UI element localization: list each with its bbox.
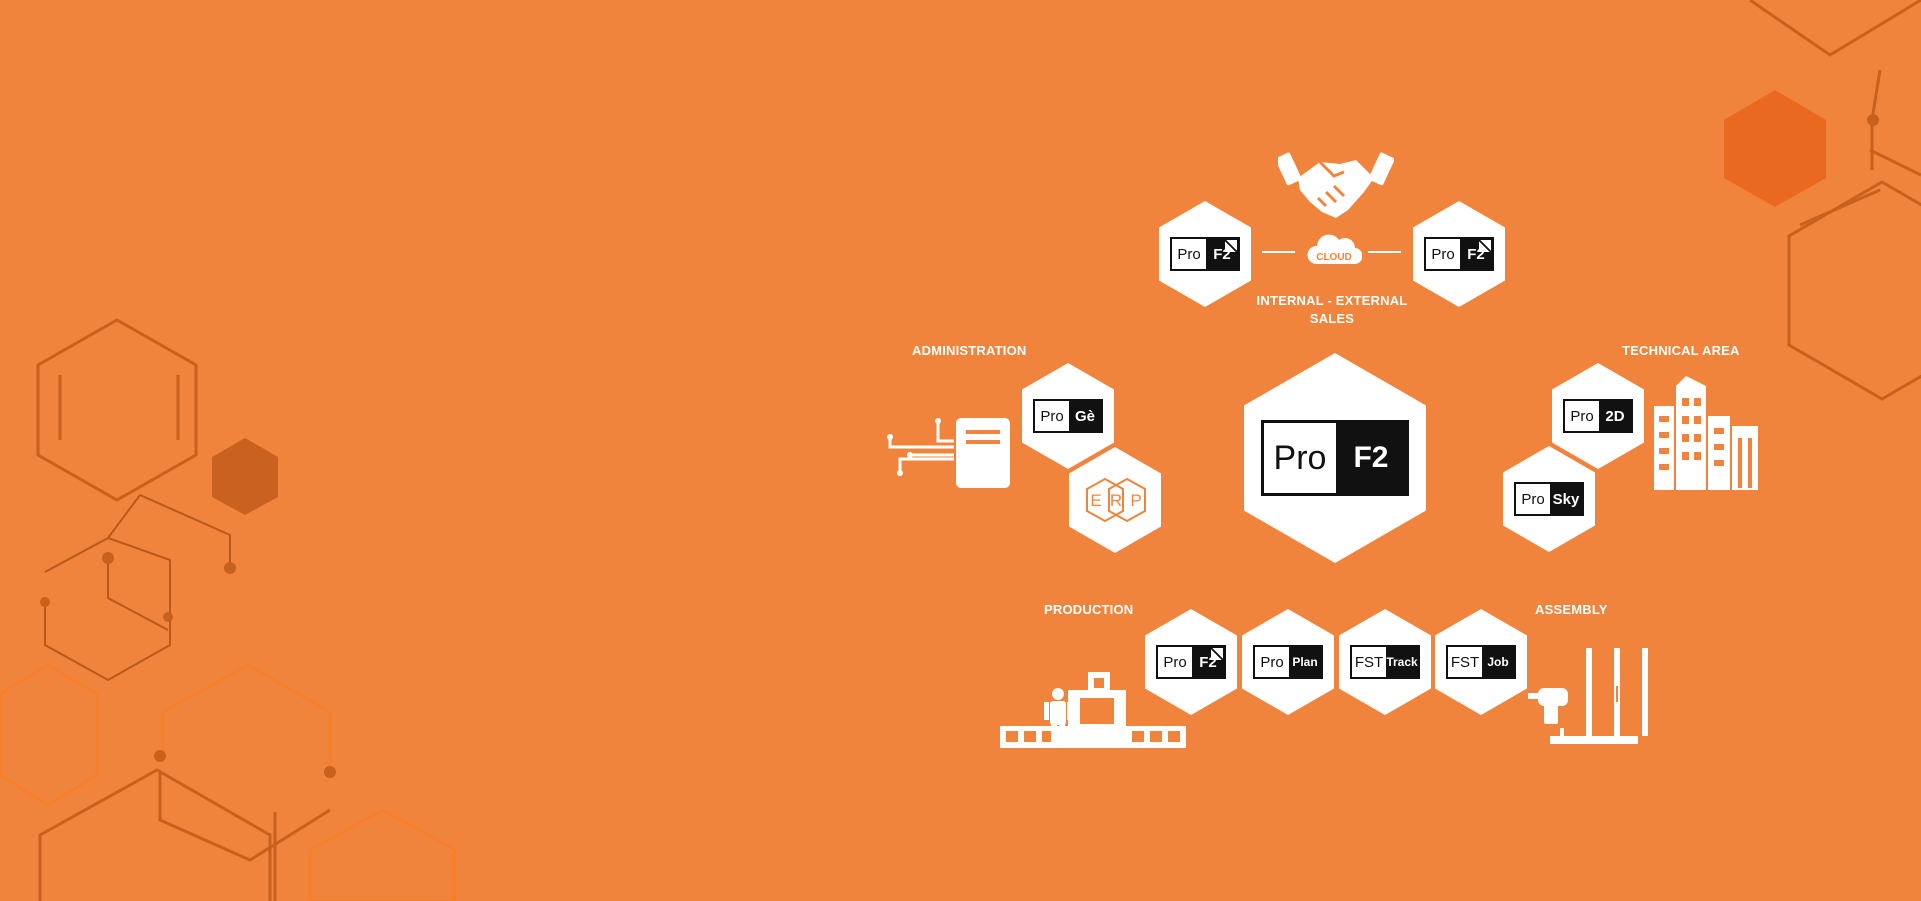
center-hex[interactable]: Pro F2 (1244, 353, 1426, 563)
administration-hex[interactable]: Pro Gè (1022, 363, 1114, 469)
erp-hex[interactable]: E R P (1069, 447, 1161, 553)
production-hex-fsttrack[interactable]: FST Track (1339, 609, 1431, 715)
corner-tag-icon (1225, 240, 1237, 252)
server-icon (956, 418, 1010, 488)
cloud-icon: CLOUD (1307, 234, 1362, 265)
factory-line-icon (1000, 672, 1186, 748)
prof2-badge: Pro F2 (1156, 645, 1226, 679)
svg-text:CLOUD: CLOUD (1316, 252, 1352, 263)
production-label: PRODUCTION (1044, 602, 1134, 617)
erp-icon: E R P (1086, 477, 1146, 523)
corner-tag-icon (1211, 648, 1223, 660)
technical-hex-sky[interactable]: Pro Sky (1503, 446, 1595, 552)
worker-icon (1044, 688, 1072, 748)
pro2d-badge: Pro 2D (1563, 399, 1633, 433)
svg-text:E: E (1090, 491, 1101, 510)
production-hex-proplan[interactable]: Pro Plan (1242, 609, 1334, 715)
prosky-badge: Pro Sky (1514, 482, 1584, 516)
fsttrack-badge: FST Track (1350, 645, 1420, 679)
drill-icon (1528, 688, 1568, 724)
corner-tag-icon (1479, 240, 1491, 252)
svg-text:P: P (1130, 491, 1141, 510)
prof2-badge: Pro F2 (1170, 237, 1240, 271)
prof2-main-badge: Pro F2 (1261, 420, 1409, 496)
proge-badge: Pro Gè (1033, 399, 1103, 433)
prof2-badge: Pro F2 (1424, 237, 1494, 271)
administration-label: ADMINISTRATION (912, 343, 1027, 358)
window-frame-icon (1550, 648, 1648, 744)
sales-hex-right[interactable]: Pro F2 (1413, 201, 1505, 307)
sales-hex-left[interactable]: Pro F2 (1159, 201, 1251, 307)
connector-line (1368, 251, 1401, 253)
fstjob-badge: FST Job (1446, 645, 1516, 679)
svg-text:R: R (1110, 491, 1122, 510)
connector-line (1262, 251, 1295, 253)
technical-hex-2d[interactable]: Pro 2D (1552, 363, 1644, 469)
production-hex-prof2[interactable]: Pro F2 (1145, 609, 1237, 715)
sales-label: INTERNAL - EXTERNAL SALES (1256, 293, 1408, 326)
circuit-icon (887, 418, 954, 476)
technical-area-label: TECHNICAL AREA (1622, 343, 1740, 358)
buildings-icon (1654, 376, 1758, 490)
production-hex-fstjob[interactable]: FST Job (1435, 609, 1527, 715)
proplan-badge: Pro Plan (1253, 645, 1323, 679)
handshake-icon (1278, 152, 1394, 218)
assembly-label: ASSEMBLY (1535, 602, 1608, 617)
